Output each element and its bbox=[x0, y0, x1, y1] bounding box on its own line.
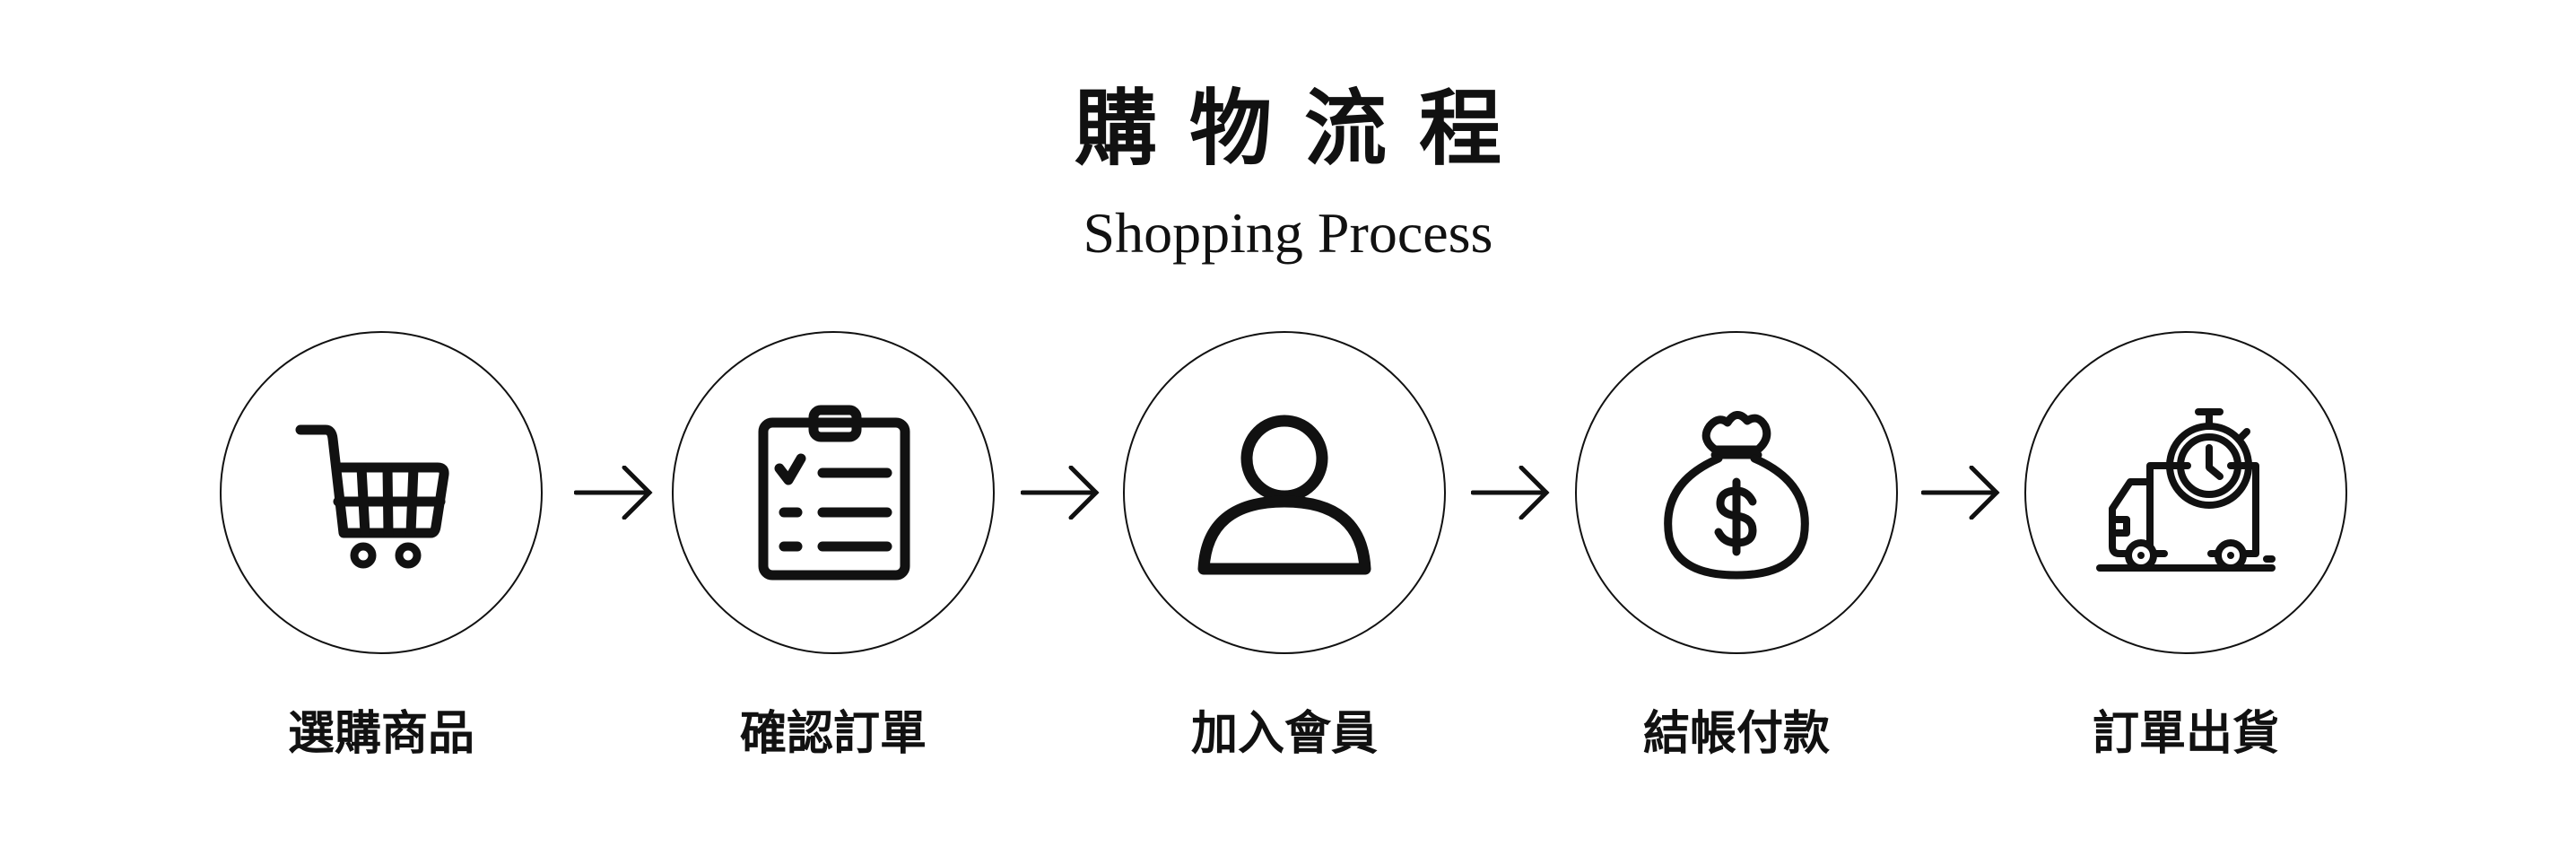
clipboard-checklist-icon bbox=[758, 405, 910, 581]
step-label: 選購商品 bbox=[287, 706, 474, 761]
arrow-right-icon bbox=[1021, 466, 1100, 520]
step-join-member: 加入會員 bbox=[1123, 331, 1446, 761]
step-circle bbox=[220, 331, 543, 654]
arrow-right-icon bbox=[574, 466, 653, 520]
shopping-cart-icon bbox=[295, 424, 449, 569]
step-label: 確認訂單 bbox=[739, 706, 927, 761]
user-icon bbox=[1197, 415, 1371, 575]
delivery-truck-icon bbox=[2096, 408, 2276, 572]
step-circle bbox=[1123, 331, 1446, 654]
step-circle bbox=[672, 331, 995, 654]
page-title: 購物流程 bbox=[1074, 80, 1534, 177]
step-circle bbox=[1575, 331, 1898, 654]
money-bag-icon bbox=[1664, 411, 1809, 580]
step-label: 訂單出貨 bbox=[2092, 706, 2279, 761]
step-order-shipped: 訂單出貨 bbox=[2024, 331, 2347, 761]
page-subtitle: Shopping Process bbox=[1083, 201, 1493, 265]
step-circle bbox=[2024, 331, 2347, 654]
step-label: 加入會員 bbox=[1190, 706, 1378, 761]
step-select-products: 選購商品 bbox=[220, 331, 543, 761]
arrow-right-icon bbox=[1471, 466, 1550, 520]
step-label: 結帳付款 bbox=[1642, 706, 1830, 761]
step-confirm-order: 確認訂單 bbox=[672, 331, 995, 761]
step-checkout-payment: 結帳付款 bbox=[1575, 331, 1898, 761]
arrow-right-icon bbox=[1921, 466, 2000, 520]
